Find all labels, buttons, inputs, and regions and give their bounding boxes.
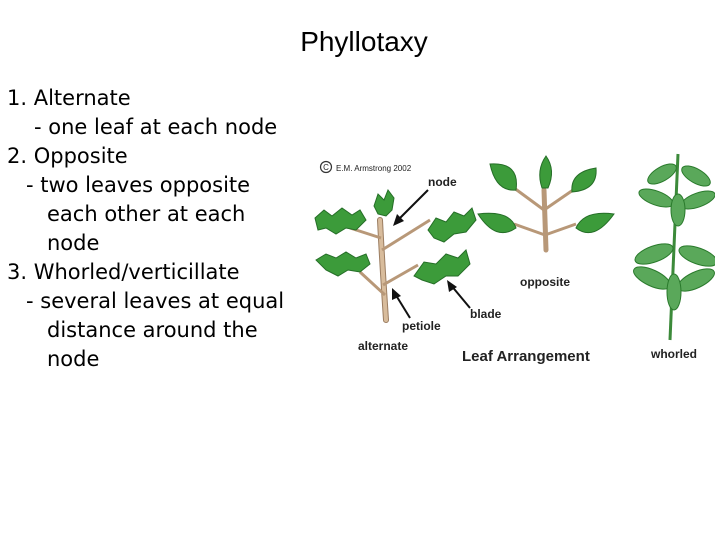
- phyllotaxy-list: 1. Alternate - one leaf at each node 2. …: [7, 84, 307, 374]
- label-blade: blade: [470, 307, 502, 321]
- label-node: node: [428, 175, 457, 189]
- slide-title: Phyllotaxy: [300, 26, 428, 57]
- list-item-alternate: 1. Alternate: [7, 86, 131, 110]
- alternate-plant-illustration: [314, 188, 477, 323]
- whorled-description-line3: node: [47, 347, 100, 371]
- alternate-description: - one leaf at each node: [34, 115, 278, 139]
- whorled-description-line2: distance around the: [47, 318, 258, 342]
- blade-arrow: [447, 280, 471, 309]
- opposite-description-line2: each other at each: [47, 202, 246, 226]
- petiole-arrow: [392, 288, 411, 319]
- svg-text:C: C: [323, 163, 329, 172]
- label-opposite: opposite: [520, 275, 570, 289]
- label-alternate: alternate: [358, 339, 408, 353]
- opposite-plant-illustration: [477, 155, 615, 253]
- copyright-text: E.M. Armstrong 2002: [336, 164, 412, 173]
- copyright-icon: C: [319, 160, 333, 174]
- label-petiole: petiole: [402, 319, 441, 333]
- leaf-arrangement-figure: C E.M. Armstrong 2002 node blade petiole…: [314, 153, 715, 365]
- list-item-whorled: 3. Whorled/verticillate: [7, 260, 240, 284]
- label-whorled: whorled: [650, 347, 697, 361]
- opposite-description-line1: - two leaves opposite: [26, 173, 251, 197]
- whorled-plant-illustration: [633, 153, 715, 341]
- figure-caption: Leaf Arrangement: [462, 348, 590, 365]
- list-item-opposite: 2. Opposite: [7, 144, 128, 168]
- opposite-description-line3: node: [47, 231, 100, 255]
- whorled-description-line1: - several leaves at equal: [26, 289, 285, 313]
- node-arrow: [393, 189, 429, 226]
